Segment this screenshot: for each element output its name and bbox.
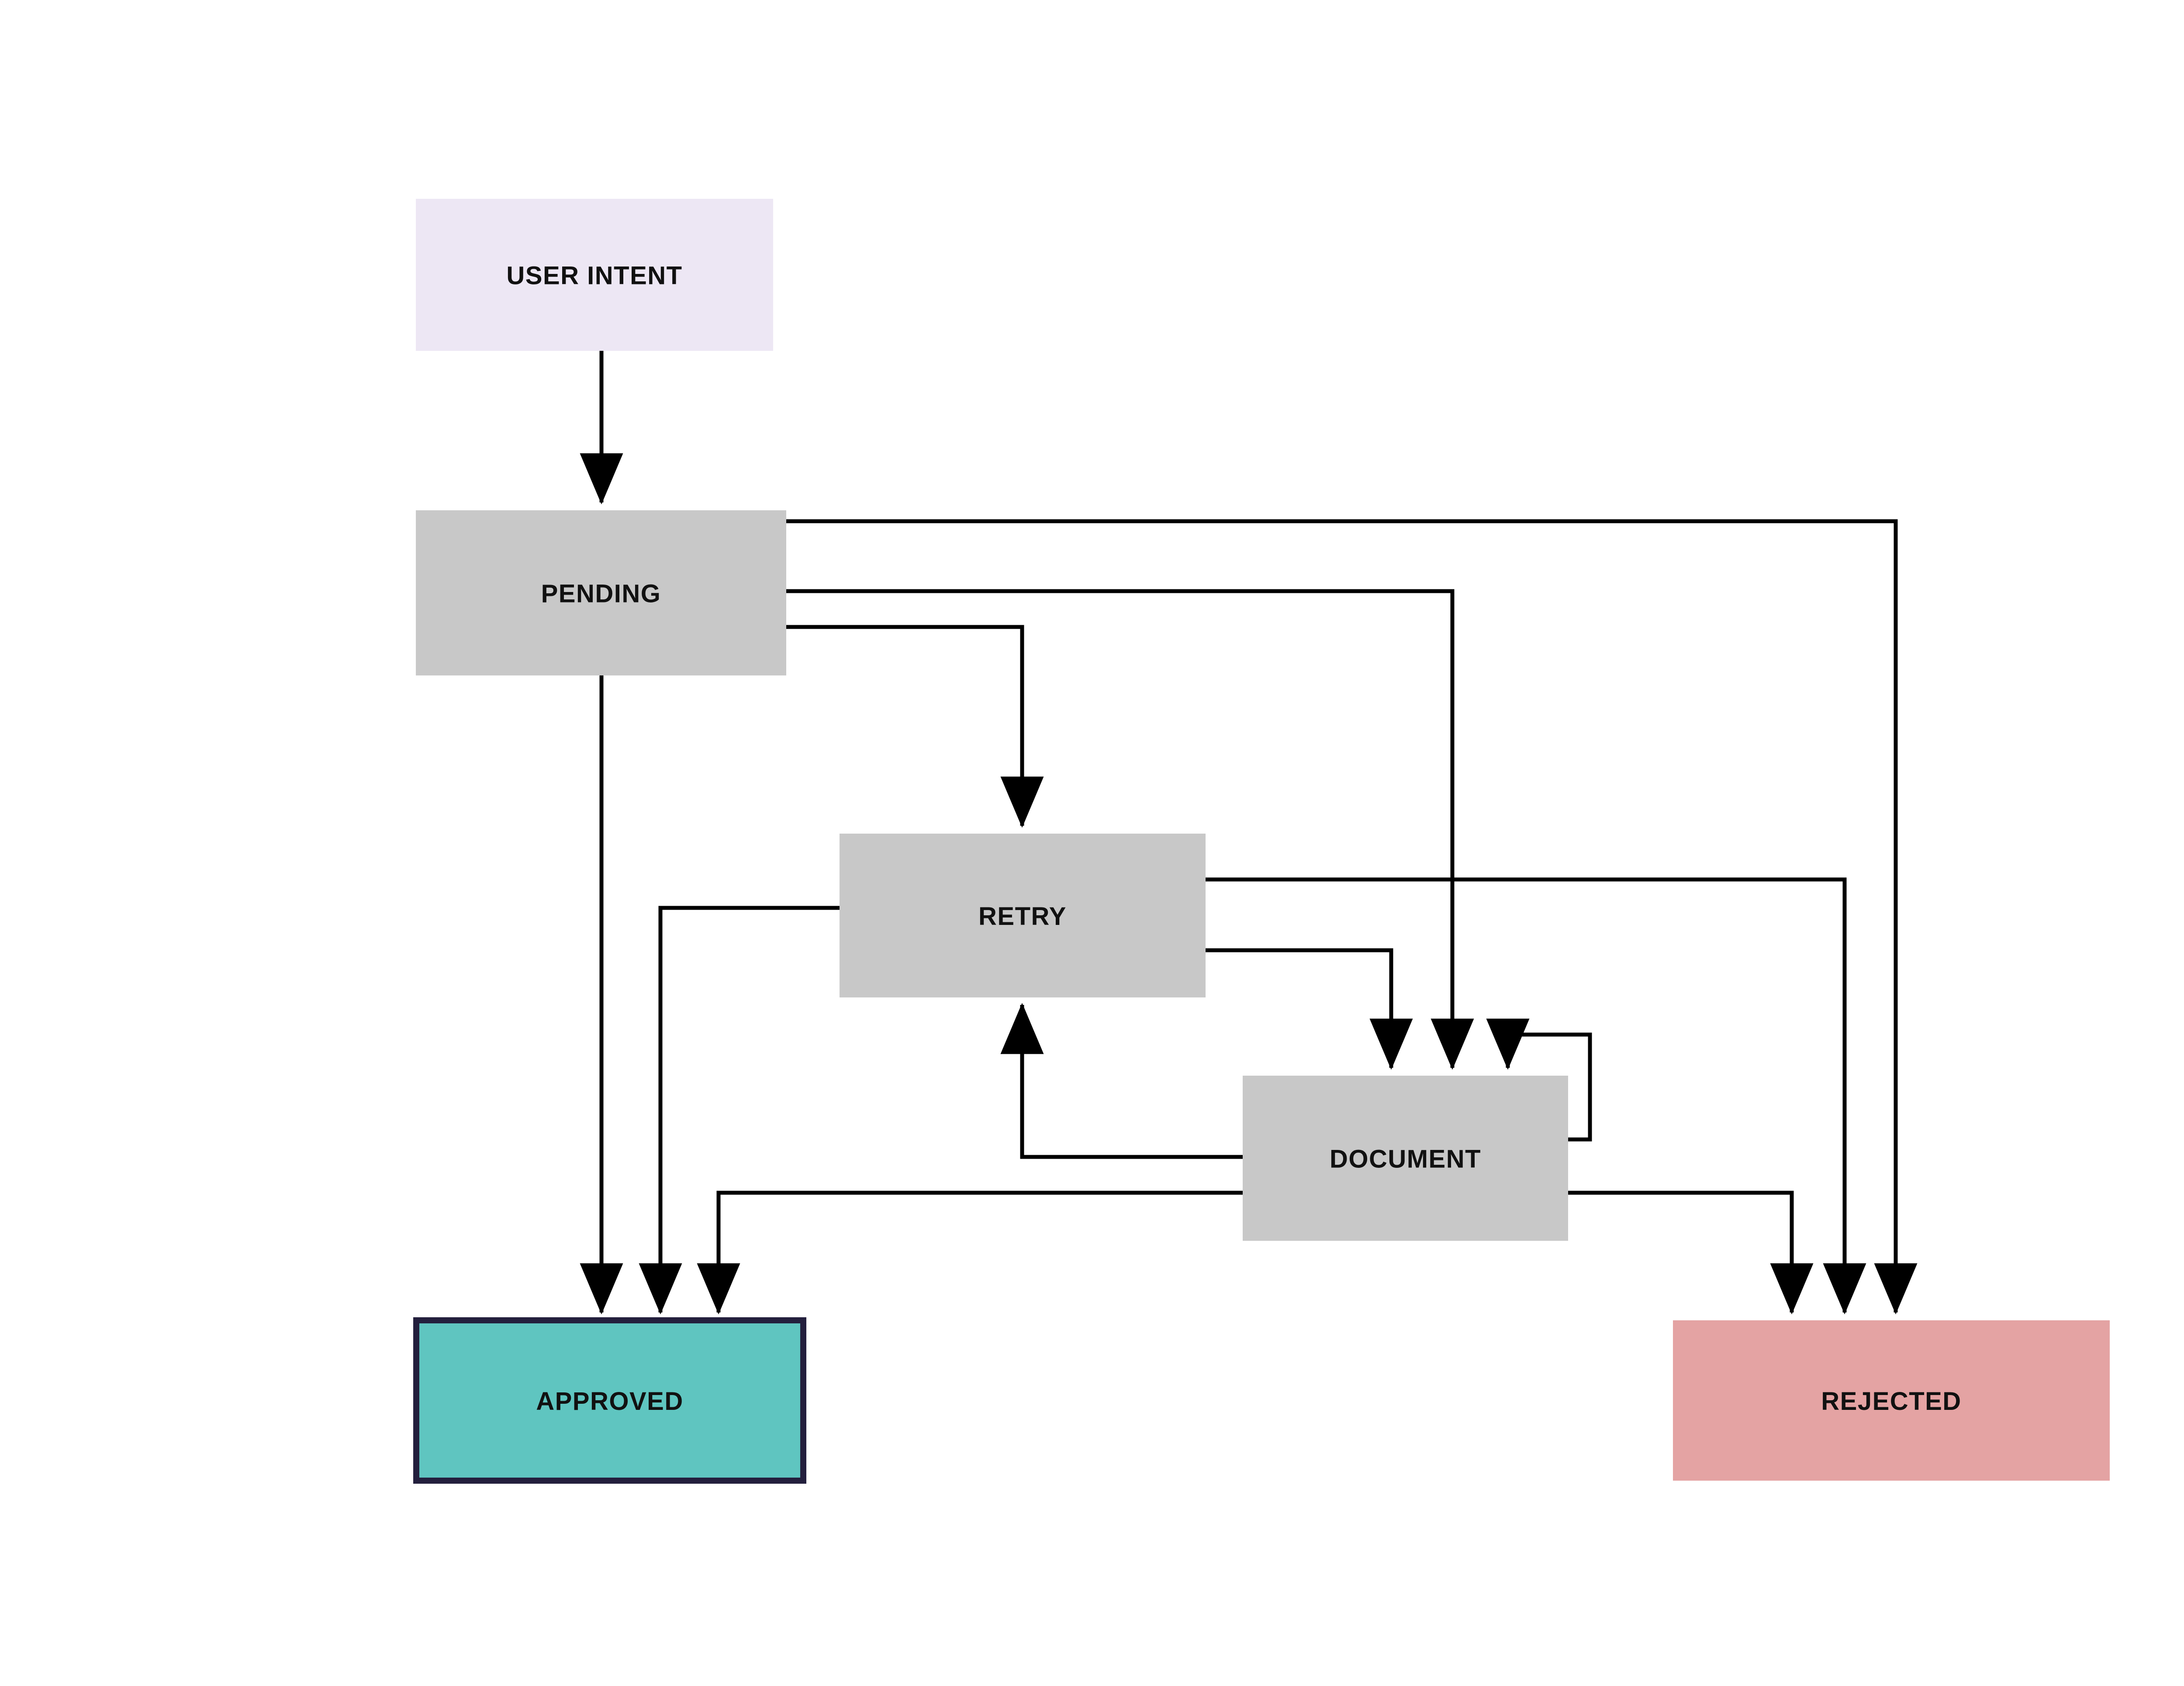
- nodes-layer: USER INTENT PENDING RETRY DOCUMENT APPROVED R…: [413, 199, 2110, 1484]
- edge-document-to-retry: [1000, 1003, 1243, 1159]
- edge-retry-to-rejected: [1206, 877, 1866, 1315]
- edge-pending-to-retry: [786, 625, 1044, 828]
- edge-pending-to-rejected: [786, 519, 1918, 1315]
- edge-document-to-rejected: [1568, 1191, 1814, 1315]
- node-rejected[interactable]: REJECTED: [1673, 1320, 2110, 1481]
- edge-document-to-document: [1486, 1018, 1592, 1142]
- node-label-rejected: REJECTED: [1821, 1387, 1961, 1416]
- edge-retry-to-approved: [639, 906, 840, 1315]
- node-approved[interactable]: APPROVED: [413, 1317, 806, 1484]
- edge-retry-to-document: [1206, 948, 1413, 1070]
- node-retry[interactable]: RETRY: [840, 834, 1206, 997]
- node-box-user_intent[interactable]: [416, 199, 773, 351]
- node-label-retry: RETRY: [978, 902, 1067, 931]
- node-box-pending[interactable]: [416, 510, 786, 675]
- node-document[interactable]: DOCUMENT: [1243, 1076, 1568, 1241]
- node-label-document: DOCUMENT: [1330, 1145, 1481, 1174]
- edges-layer: [580, 351, 1918, 1315]
- node-label-user_intent: USER INTENT: [506, 262, 682, 290]
- node-user_intent[interactable]: USER INTENT: [416, 199, 773, 351]
- node-label-pending: PENDING: [541, 580, 661, 608]
- node-box-approved[interactable]: [413, 1317, 806, 1484]
- node-box-rejected[interactable]: [1673, 1320, 2110, 1481]
- node-box-document[interactable]: [1243, 1076, 1568, 1241]
- node-label-approved: APPROVED: [536, 1387, 684, 1416]
- edge-pending-to-document: [786, 589, 1474, 1070]
- node-pending[interactable]: PENDING: [416, 510, 786, 675]
- node-box-retry[interactable]: [840, 834, 1206, 997]
- edge-document-to-approved: [697, 1191, 1243, 1315]
